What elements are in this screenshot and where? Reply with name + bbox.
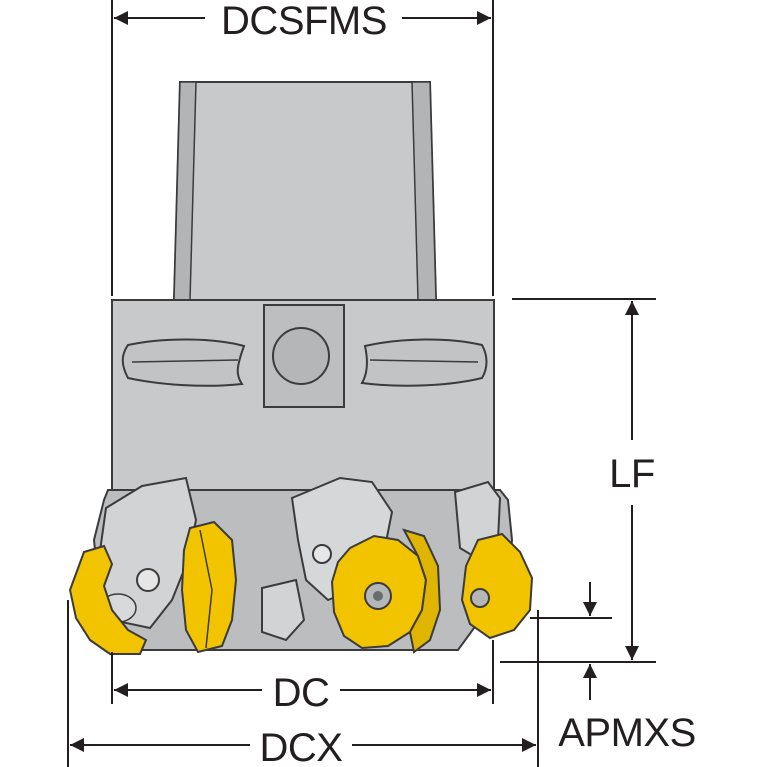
insert-left-edge <box>180 520 238 654</box>
shank <box>172 81 438 301</box>
inserts <box>68 520 534 655</box>
label-dc: DC <box>273 671 330 715</box>
insert-center-side <box>401 528 442 654</box>
key-bolt <box>272 327 330 385</box>
groove-right <box>360 338 488 387</box>
screw-left <box>136 568 160 592</box>
insert-left-edge-ridge <box>199 529 213 649</box>
label-apmxs: APMXS <box>558 711 696 755</box>
insert-right <box>460 532 534 640</box>
screw-center <box>312 544 332 564</box>
insert-right-screw <box>470 588 490 608</box>
cutter-body <box>92 81 514 651</box>
chip-pocket-lower <box>261 578 306 642</box>
groove-left <box>121 338 246 387</box>
dimension-labels: DCSFMS LF DC DCX APMXS <box>221 0 696 767</box>
insert-far-left <box>68 544 148 655</box>
label-dcsfms: DCSFMS <box>221 0 387 43</box>
label-lf: LF <box>609 452 655 496</box>
groove-left-line <box>131 359 239 363</box>
insert-center-screw-hole <box>373 591 383 601</box>
dimension-lines <box>67 0 656 767</box>
groove-right-line <box>369 359 479 363</box>
label-dcx: DCX <box>260 726 343 767</box>
